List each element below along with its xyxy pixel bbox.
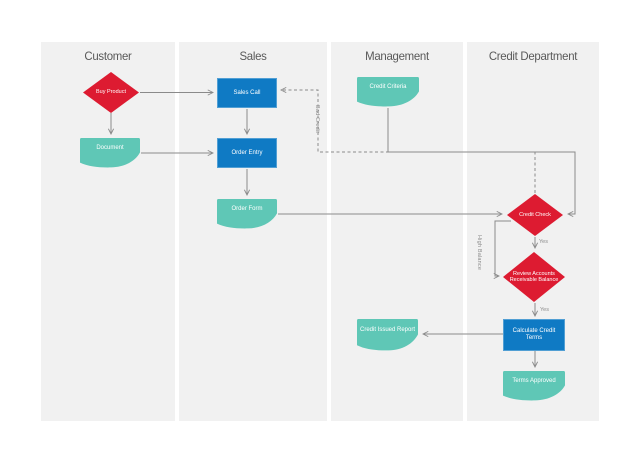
node-calculate-credit-terms: Calculate Credit Terms [503, 319, 565, 351]
edge-label-high-balance: High Balance [476, 235, 482, 271]
edge-label-bad-credit: Bad Credit [314, 105, 320, 133]
lane-header-sales: Sales [239, 49, 267, 63]
node-order-form: Order Form [217, 199, 277, 229]
node-label-terms-approved: Terms Approved [512, 378, 556, 385]
node-label-order-form: Order Form [231, 206, 263, 213]
node-terms-approved: Terms Approved [503, 371, 565, 401]
node-label-calculate-credit-terms: Calculate Credit Terms [512, 328, 556, 341]
edge-label-yes-review: Yes [540, 307, 549, 313]
node-label-buy-product: Buy Product [96, 89, 126, 96]
document-shape-icon [357, 319, 418, 351]
node-label-document: Document [96, 145, 124, 152]
node-document: Document [80, 138, 140, 168]
node-label-order-entry: Order Entry [231, 149, 263, 156]
lane-header-management: Management [365, 49, 429, 63]
lane-header-credit-department: Credit Department [488, 49, 578, 63]
document-shape-icon [217, 199, 277, 229]
node-label-review-accounts: Review Accounts Receivable Balance [509, 270, 559, 284]
document-shape-icon [357, 77, 419, 107]
node-label-credit-check: Credit Check [519, 211, 551, 218]
node-label-sales-call: Sales Call [233, 89, 261, 96]
node-credit-criteria: Credit Criteria [357, 77, 419, 107]
node-credit-issued-report: Credit Issued Report [357, 319, 418, 351]
node-sales-call: Sales Call [217, 78, 277, 108]
lane-header-customer: Customer [84, 49, 132, 63]
node-label-credit-criteria: Credit Criteria [369, 84, 407, 91]
node-order-entry: Order Entry [217, 138, 277, 168]
node-label-credit-issued-report: Credit Issued Report [359, 327, 416, 334]
edge-label-yes-credit-check: Yes [539, 239, 548, 245]
document-shape-icon [80, 138, 140, 168]
document-shape-icon [503, 371, 565, 401]
